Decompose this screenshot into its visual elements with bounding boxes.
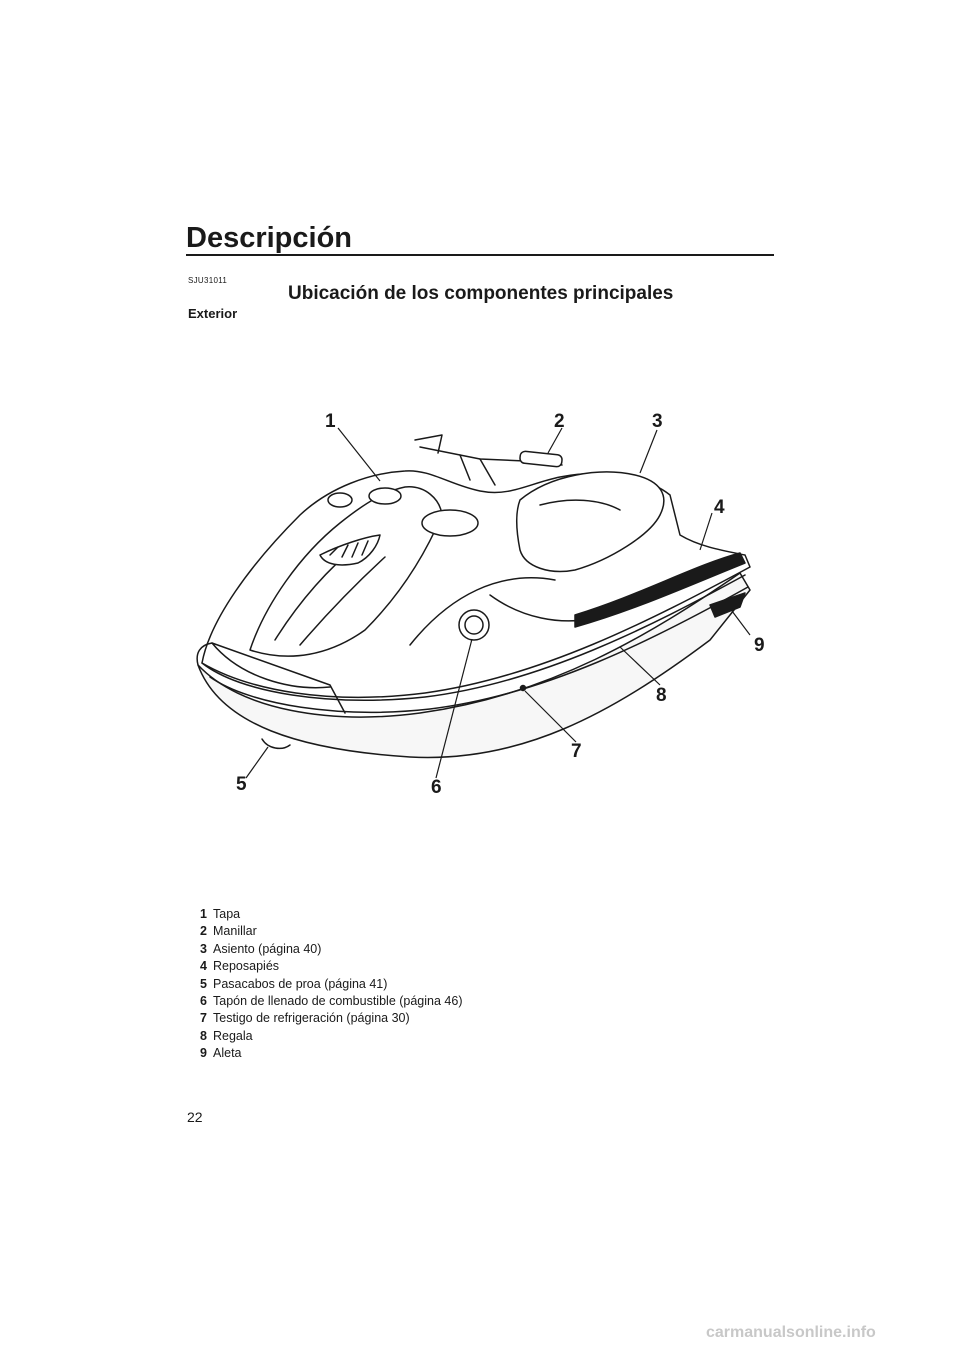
- callout-4: 4: [714, 497, 725, 518]
- legend-text: Tapón de llenado de combustible (página …: [213, 994, 463, 1009]
- callout-3: 3: [652, 411, 663, 432]
- legend-number: 7: [200, 1011, 207, 1026]
- legend-number: 6: [200, 994, 207, 1009]
- front-grille: [319, 534, 381, 566]
- section-title: Ubicación de los componentes principales: [288, 283, 674, 304]
- watercraft-illustration: 1 2 3 4 5 6 7 8 9: [196, 411, 765, 798]
- gunwale-band: [201, 574, 746, 701]
- legend-number: 4: [200, 959, 207, 974]
- legend-number: 9: [200, 1046, 207, 1061]
- callout-5: 5: [236, 774, 247, 795]
- callout-9: 9: [754, 635, 765, 656]
- fin: [709, 592, 746, 618]
- legend-text: Manillar: [213, 924, 257, 939]
- footrest: [574, 552, 746, 628]
- subsection-title: Exterior: [188, 306, 238, 321]
- legend-number: 2: [200, 924, 207, 939]
- legend-item: 3 Asiento (página 40): [200, 941, 480, 958]
- fuel-cap: [458, 609, 490, 641]
- chapter-title: Descripción: [186, 222, 352, 254]
- chapter-divider: [186, 254, 774, 256]
- legend-text: Asiento (página 40): [213, 941, 322, 956]
- callout-1: 1: [325, 411, 336, 432]
- legend-item: 5 Pasacabos de proa (página 41): [200, 976, 480, 993]
- callout-2: 2: [554, 411, 565, 432]
- reference-code: SJU31011: [188, 276, 228, 285]
- page-number: 22: [187, 1109, 203, 1125]
- legend-text: Tapa: [213, 907, 241, 921]
- legend-item: 4 Reposapiés: [200, 958, 480, 975]
- front-hood: [249, 486, 443, 657]
- callout-7: 7: [571, 741, 582, 762]
- legend-item: 6 Tapón de llenado de combustible (página…: [200, 993, 480, 1010]
- cooling-outlet: [519, 684, 527, 692]
- legend-text: Reposapiés: [213, 959, 280, 974]
- legend-text: Pasacabos de proa (página 41): [213, 976, 388, 991]
- callout-8: 8: [656, 685, 667, 706]
- seat: [515, 471, 665, 573]
- cover-shape: [368, 487, 402, 505]
- callout-6: 6: [431, 777, 442, 798]
- legend-item: 7 Testigo de refrigeración (página 30): [200, 1010, 480, 1027]
- legend-item: 9 Aleta: [200, 1045, 480, 1062]
- legend-number: 8: [200, 1028, 207, 1043]
- watermark: carmanualsonline.info: [706, 1324, 876, 1341]
- legend-item: 1 Tapa: [200, 906, 480, 923]
- bow-eye: [261, 738, 291, 750]
- legend-number: 3: [200, 941, 207, 956]
- legend-item: 8 Regala: [200, 1028, 480, 1045]
- legend-text: Regala: [213, 1028, 253, 1043]
- legend-text: Aleta: [213, 1046, 242, 1061]
- legend-item: 2 Manillar: [200, 923, 480, 940]
- legend-number: 5: [200, 976, 207, 991]
- legend-text: Testigo de refrigeración (página 30): [213, 1011, 410, 1026]
- legend-number: 1: [200, 907, 207, 921]
